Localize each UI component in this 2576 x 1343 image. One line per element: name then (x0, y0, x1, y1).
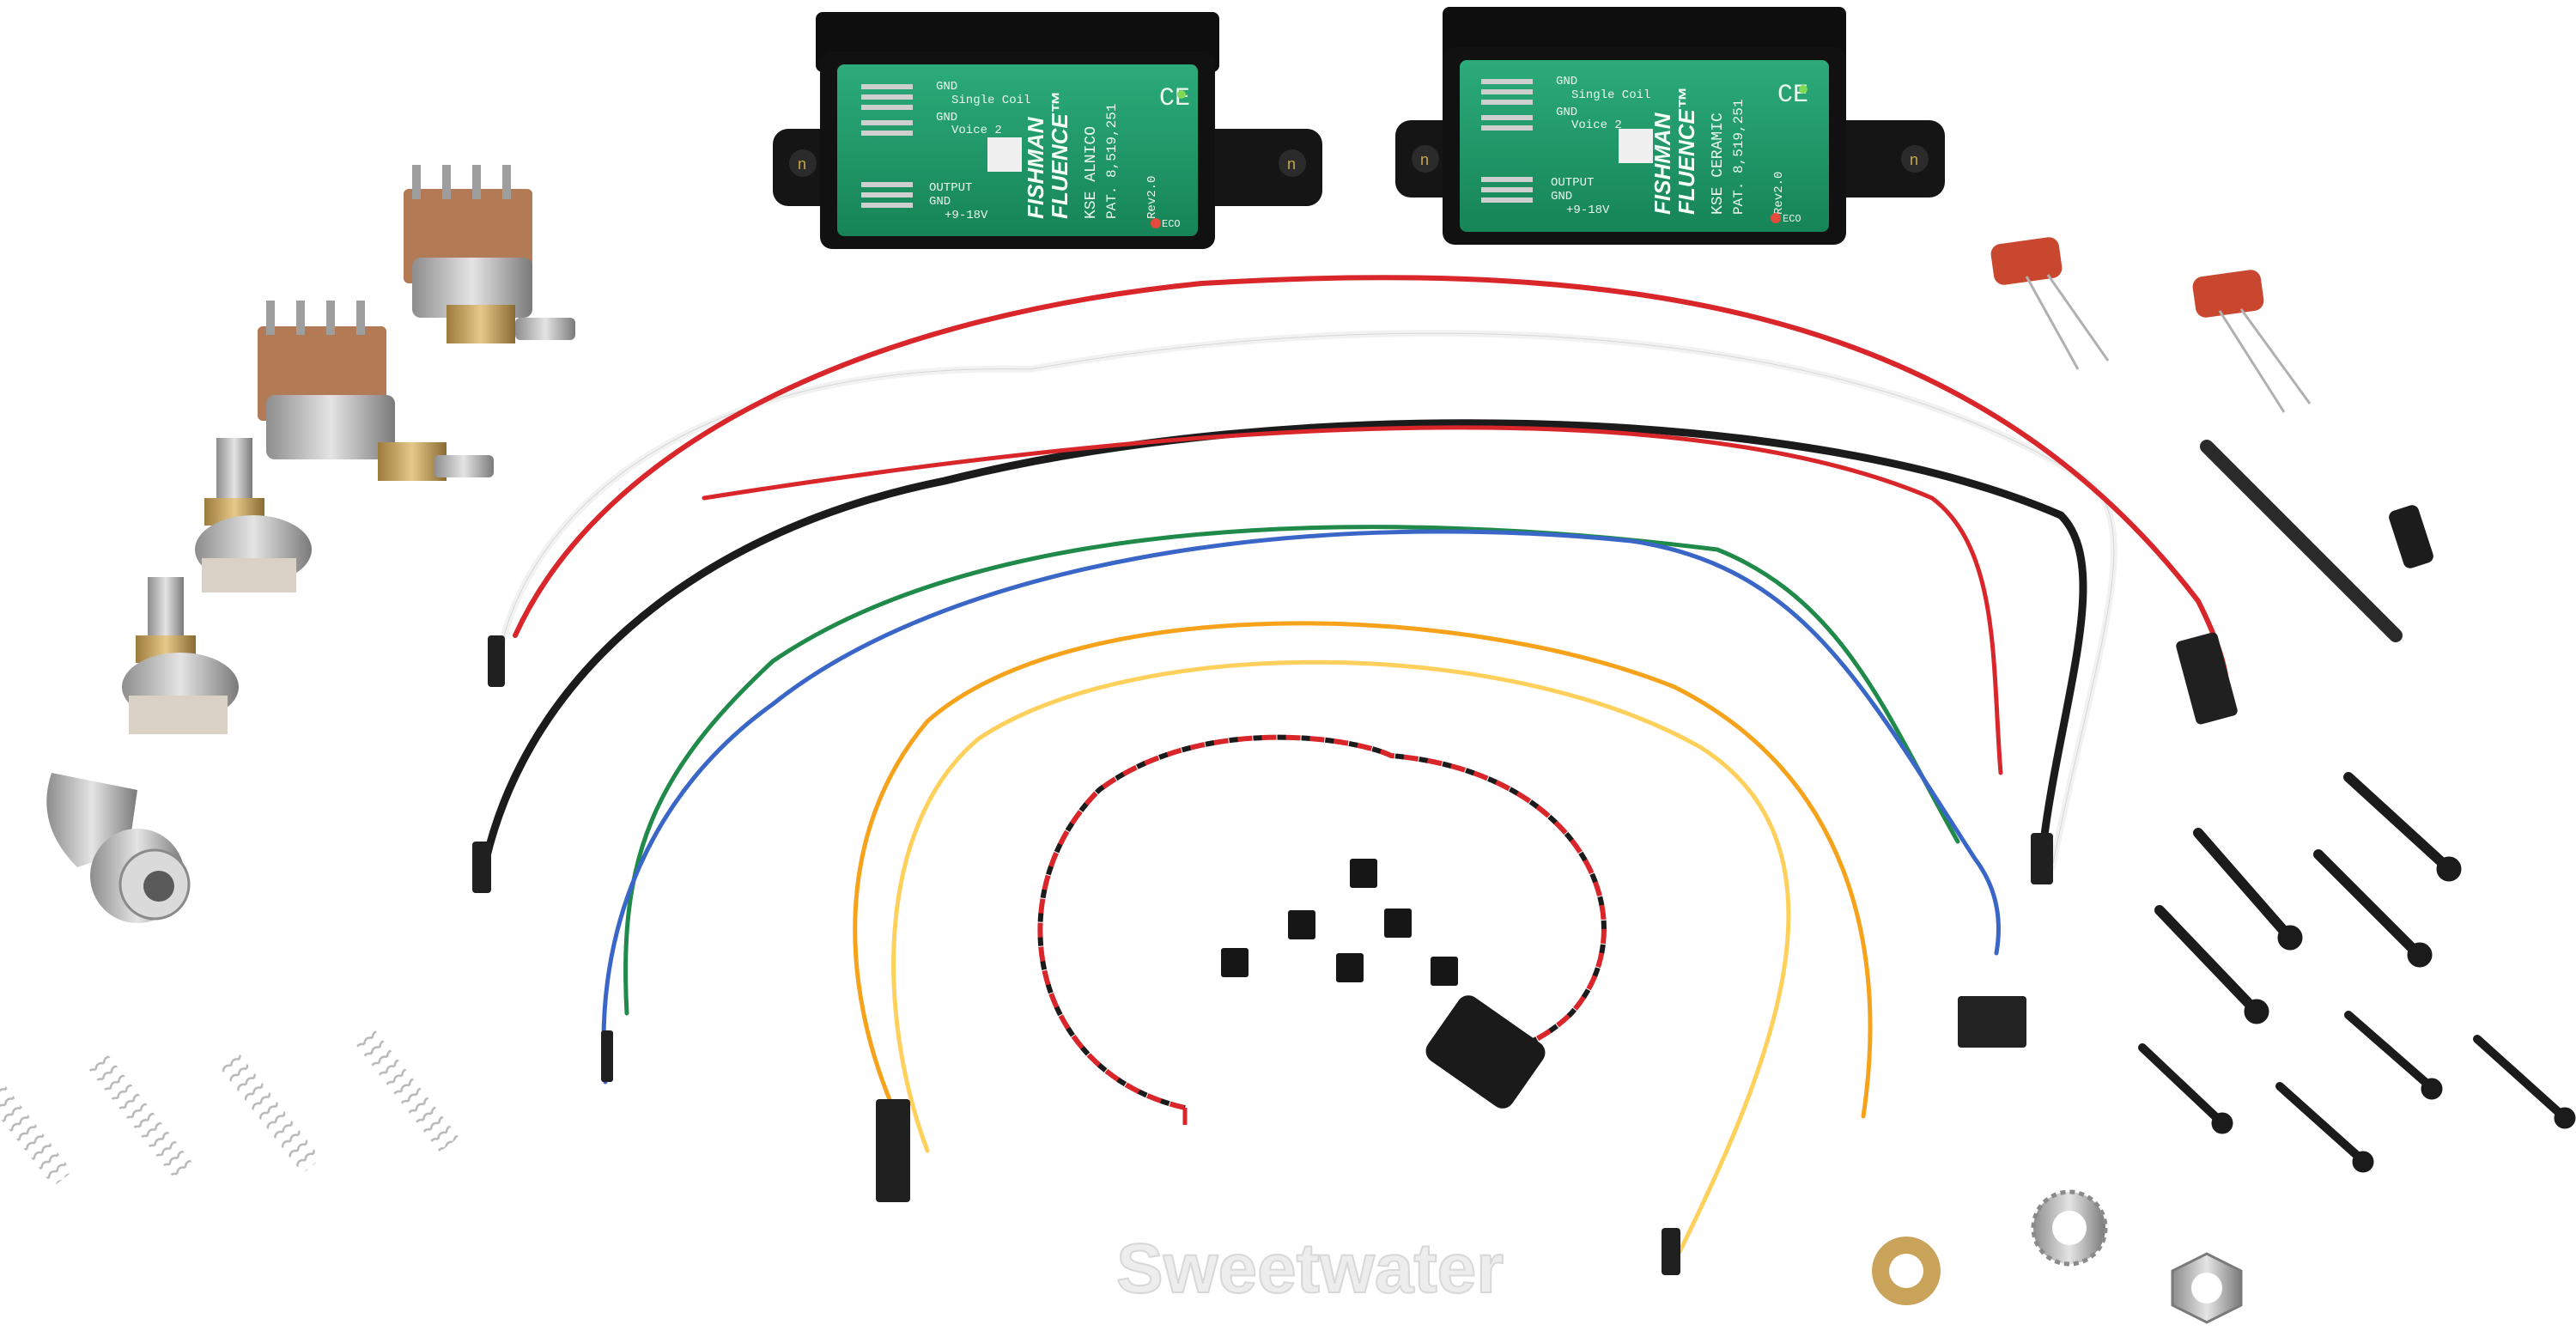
brand-logo: FISHMAN (1023, 116, 1048, 219)
pin-label-gnd: GND (936, 80, 957, 94)
svg-text:n: n (798, 155, 806, 173)
screw (2193, 828, 2303, 951)
brand-logo: FISHMAN (1649, 112, 1675, 215)
heat-shrink-tube (2389, 505, 2433, 568)
screw (2473, 1035, 2576, 1129)
drill-bit (2200, 440, 2403, 642)
wire-connector (876, 1099, 910, 1202)
pin-label-gnd: GND (936, 111, 957, 125)
model-name: FLUENCE™ (1047, 91, 1072, 219)
jumper (1221, 948, 1249, 977)
jumper (1384, 908, 1412, 938)
pin-label-power: +9-18V (945, 209, 988, 222)
qr-code (1619, 129, 1653, 163)
svg-text:n: n (1287, 155, 1296, 173)
battery-snap-cable (1037, 734, 1607, 1125)
qr-code (987, 137, 1022, 172)
red-wire (513, 275, 2230, 715)
potentiometer (122, 577, 239, 734)
eco-label: ECO (1162, 218, 1181, 230)
wire-connector (488, 635, 505, 687)
patent-label: PAT. 8,519,251 (1104, 104, 1120, 219)
spring (88, 1054, 193, 1178)
wire-connector (601, 1030, 613, 1082)
jumper (1350, 859, 1377, 888)
spring (217, 1050, 322, 1174)
wire-connector (472, 842, 491, 893)
red-wire (702, 425, 2003, 775)
pin-label-gnd: GND (1556, 75, 1577, 88)
capacitor (2192, 270, 2312, 413)
pin-label-power: +9-18V (1566, 204, 1610, 217)
variant-label: KSE ALNICO (1083, 126, 1100, 219)
washer (1872, 1237, 1941, 1305)
jumper (1431, 957, 1458, 986)
svg-text:n: n (1910, 151, 1918, 168)
four-pin-connector (1958, 996, 2026, 1048)
svg-text:n: n (1420, 151, 1429, 168)
green-wire (623, 525, 1960, 1016)
wire-connector (2031, 833, 2053, 884)
eco-label: ECO (1783, 213, 1801, 225)
push-pull-pot (258, 301, 494, 481)
variant-label: KSE CERAMIC (1710, 112, 1727, 215)
blue-wire (601, 529, 2001, 1085)
white-wire-outline (497, 332, 2115, 868)
pin-label-single-coil: Single Coil (1571, 88, 1650, 102)
jumper (1288, 910, 1315, 939)
screw (2275, 1082, 2374, 1173)
orange-wire (853, 621, 1873, 1119)
capacitor (1990, 237, 2110, 370)
screw (2138, 1043, 2233, 1134)
pin-label-gnd: GND (1556, 106, 1577, 119)
screw (2344, 1011, 2443, 1100)
three-pin-connector (2176, 632, 2238, 725)
model-name: FLUENCE™ (1674, 87, 1699, 215)
spring (355, 1029, 459, 1152)
spring (0, 1063, 73, 1187)
potentiometer (195, 438, 312, 592)
yellow-wire (891, 659, 1791, 1273)
pin-label-single-coil: Single Coil (951, 94, 1030, 107)
revision-label: Rev2.0 (1772, 172, 1786, 215)
pin-label-voice: Voice 2 (951, 124, 1002, 137)
ce-mark: CE (1159, 84, 1190, 113)
black-wire (477, 419, 2087, 889)
screw (2313, 849, 2433, 968)
screw (2343, 772, 2462, 882)
revision-label: Rev2.0 (1145, 176, 1159, 219)
wire-connector (1662, 1228, 1680, 1275)
push-pull-pot (404, 165, 575, 343)
output-jack (46, 773, 191, 923)
hex-nut (2171, 1252, 2243, 1324)
pickup-alnico: n n GND Single Coil GND Voice 2 OUTPUT G… (773, 12, 1322, 249)
lock-washer (2031, 1189, 2108, 1267)
pin-label-gnd: GND (929, 195, 951, 209)
screw (2154, 905, 2269, 1024)
pickup-ceramic: n n GND Single Coil GND Voice 2 OUTPUT G… (1395, 7, 1945, 245)
patent-label: PAT. 8,519,251 (1731, 100, 1747, 215)
pin-label-voice: Voice 2 (1571, 118, 1622, 132)
pin-label-output: OUTPUT (1551, 176, 1594, 190)
watermark-logo: Sweetwater (1116, 1230, 1504, 1308)
jumper (1336, 953, 1364, 982)
pin-label-output: OUTPUT (929, 181, 972, 195)
pin-label-gnd: GND (1551, 190, 1572, 204)
